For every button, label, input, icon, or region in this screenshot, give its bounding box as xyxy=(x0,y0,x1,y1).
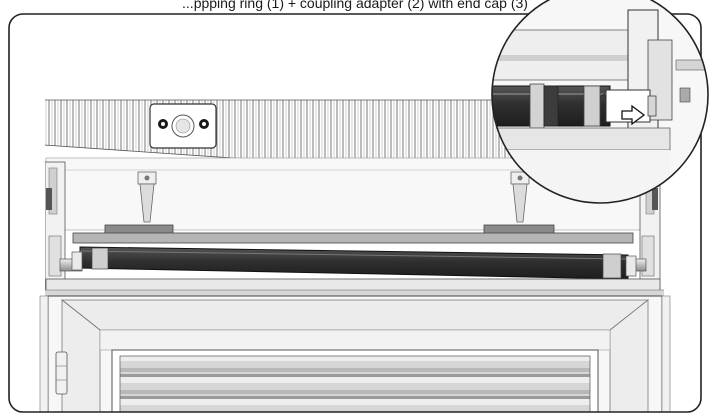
right-hanger xyxy=(510,171,530,223)
figure-caption: ...ppping ring (1) + coupling adapter (2… xyxy=(182,0,528,11)
left-side-bracket xyxy=(44,161,66,291)
screw-icon xyxy=(199,119,209,129)
screw-icon xyxy=(158,119,168,129)
box-bottom-rail xyxy=(45,278,661,292)
left-hanger xyxy=(137,171,157,223)
illustration-frame xyxy=(8,13,702,413)
guide-rail xyxy=(72,232,634,244)
hinge-icon xyxy=(55,351,68,395)
arrow-right-icon xyxy=(621,104,646,126)
roller-tube xyxy=(59,246,647,280)
mounting-plate xyxy=(149,103,217,149)
window-frame xyxy=(47,295,663,412)
zoom-detail xyxy=(491,0,709,204)
